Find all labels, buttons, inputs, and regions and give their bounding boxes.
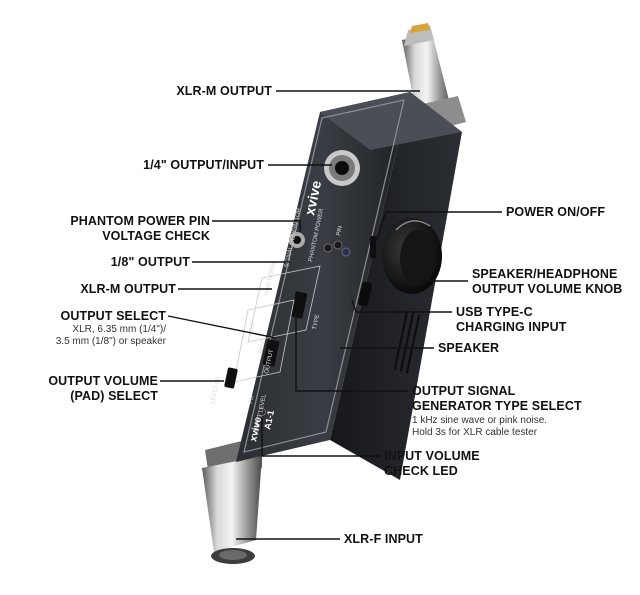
callout-output-select: OUTPUT SELECT xyxy=(60,309,166,323)
callout-quarter-inch: 1/4" OUTPUT/INPUT xyxy=(143,158,264,172)
signal-generator-panel xyxy=(247,265,321,343)
callout-siggen-sub1: 1 kHz sine wave or pink noise. xyxy=(412,415,548,426)
siggen-button xyxy=(290,291,308,319)
callout-output-volume-line2: (PAD) SELECT xyxy=(70,389,158,403)
callout-input-led-line2: CHECK LED xyxy=(384,464,458,478)
callout-phantom-line2: VOLTAGE CHECK xyxy=(102,229,210,243)
panel-level-text: LEVEL dB xyxy=(210,376,222,404)
callout-xlr-m-output-mid: XLR-M OUTPUT xyxy=(80,282,176,296)
volume-knob xyxy=(382,218,442,294)
output-select-panel xyxy=(233,299,295,383)
callout-power: POWER ON/OFF xyxy=(506,205,606,219)
panel-pin-text: PIN xyxy=(336,225,344,236)
callout-siggen-line2: GENERATOR TYPE SELECT xyxy=(412,399,582,413)
panel-pink-text: PINK NOISE xyxy=(264,262,277,297)
callout-output-select-sub1: XLR, 6.35 mm (1/4")/ xyxy=(72,324,166,335)
power-switch xyxy=(370,236,376,258)
input-led xyxy=(258,408,266,416)
callout-output-volume-line1: OUTPUT VOLUME xyxy=(48,374,158,388)
callout-speaker: SPEAKER xyxy=(438,341,500,355)
callout-usb-line1: USB TYPE-C xyxy=(456,305,533,319)
callout-siggen-sub2: Hold 3s for XLR cable tester xyxy=(412,427,538,438)
callout-eighth-output: 1/8" OUTPUT xyxy=(110,255,190,269)
phantom-pin-leds xyxy=(323,240,351,257)
panel-blue-text: BLUE xyxy=(258,338,267,355)
panel-output-text: OUTPUT xyxy=(264,349,275,375)
callout-phantom-line1: PHANTOM POWER PIN xyxy=(70,214,210,228)
brand-logo-top: xvive xyxy=(301,179,324,217)
model-text: A1-1 xyxy=(262,409,276,430)
panel-pk-text: PK xyxy=(248,395,256,404)
callout-speaker-knob-line1: SPEAKER/HEADPHONE xyxy=(472,267,618,281)
panel-low-text: LOW xyxy=(248,321,257,336)
panel-type-text: TYPE xyxy=(312,314,321,331)
callout-usb-line2: CHARGING INPUT xyxy=(456,320,567,334)
callout-speaker-knob-line2: OUTPUT VOLUME KNOB xyxy=(472,282,623,296)
xlr-f-bottom-connector xyxy=(202,436,262,564)
output-select-switch xyxy=(262,339,280,367)
callout-output-select-sub2: 3.5 mm (1/8") or speaker xyxy=(55,336,166,347)
callout-xlr-f-input: XLR-F INPUT xyxy=(344,532,423,546)
callout-xlr-m-output-top: XLR-M OUTPUT xyxy=(176,84,272,98)
callout-siggen-line1: OUTPUT SIGNAL xyxy=(412,384,516,398)
brand-logo-bottom: xvive xyxy=(248,415,264,442)
callout-input-led-line1: INPUT VOLUME xyxy=(384,449,480,463)
level-pad-switch xyxy=(224,367,238,389)
leader-lines xyxy=(160,90,502,540)
quarter-inch-jack xyxy=(324,150,360,186)
eighth-inch-jack xyxy=(289,232,305,248)
